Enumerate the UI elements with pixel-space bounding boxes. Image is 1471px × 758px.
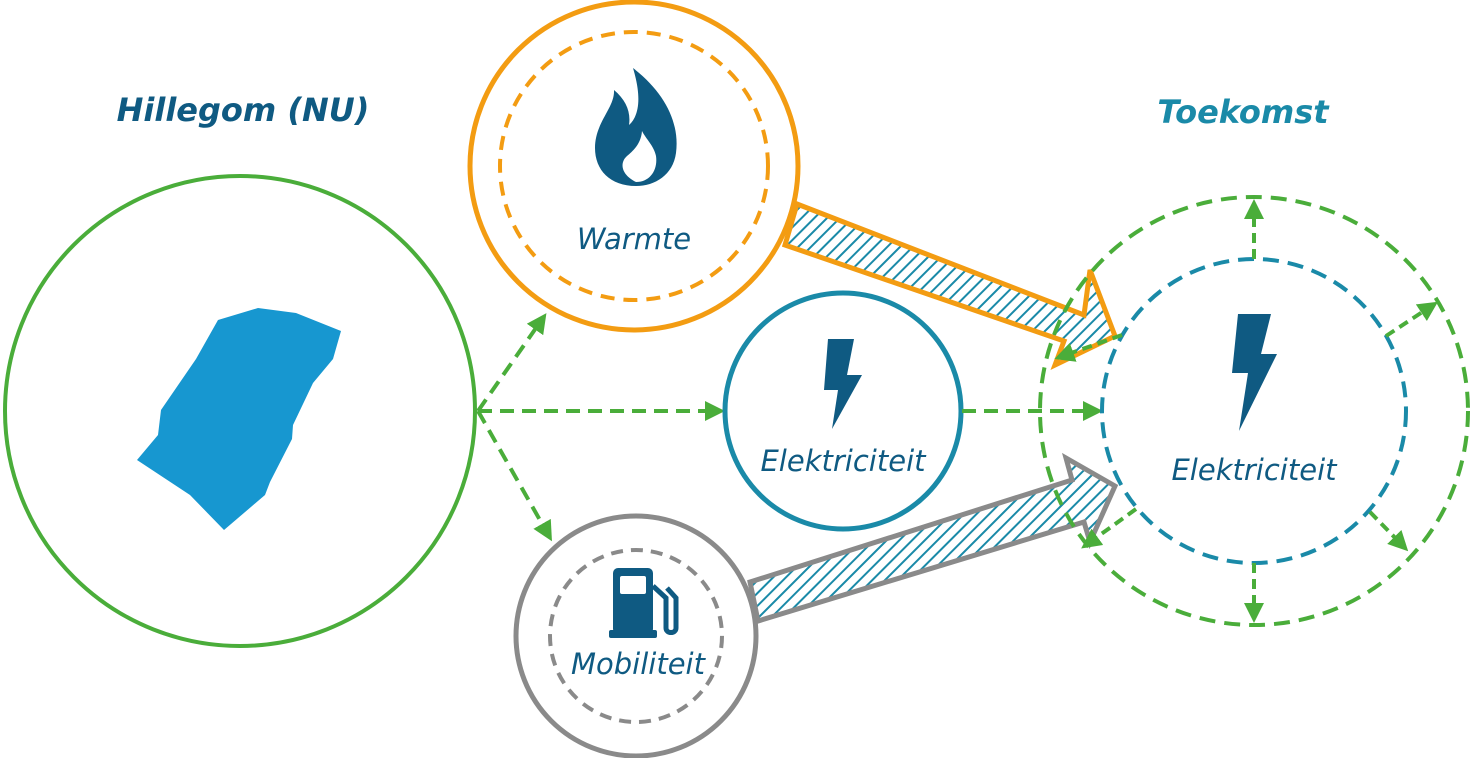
future-arrow-up-left: [1054, 333, 1123, 362]
future-arrow-down-right: [1368, 510, 1409, 552]
electricity-now-circle: [722, 290, 964, 532]
lightning-bolt-icon: [824, 339, 862, 429]
future-inner-circle: [1100, 257, 1408, 565]
title-future: Toekomst: [1157, 93, 1330, 131]
fuel-pump-icon: [609, 568, 679, 638]
arrow-to-mobility: [476, 410, 552, 542]
flame-icon: [595, 68, 677, 186]
municipality-circle: [3, 174, 477, 648]
future-outer-circle: [1038, 195, 1470, 627]
lightning-bolt-future-icon: [1232, 314, 1277, 431]
arrow-to-heat: [476, 313, 547, 413]
electricity-now-label: Elektriciteit: [760, 444, 927, 478]
mobility-inner-circle: [548, 548, 724, 724]
heat-to-future-arrow: [781, 200, 1119, 370]
mobility-to-future-arrow: [747, 452, 1119, 625]
heat-circle: [467, 0, 801, 333]
heat-inner-circle: [498, 30, 770, 302]
electricity-future-label: Elektriciteit: [1171, 453, 1338, 487]
mobility-label: Mobiliteit: [571, 647, 707, 681]
heat-label: Warmte: [577, 222, 691, 256]
future-arrow-down-left: [1081, 507, 1138, 549]
title-now: Hillegom (NU): [117, 91, 370, 129]
future-arrow-up-right: [1384, 301, 1439, 338]
municipality-map-icon: [137, 308, 341, 530]
